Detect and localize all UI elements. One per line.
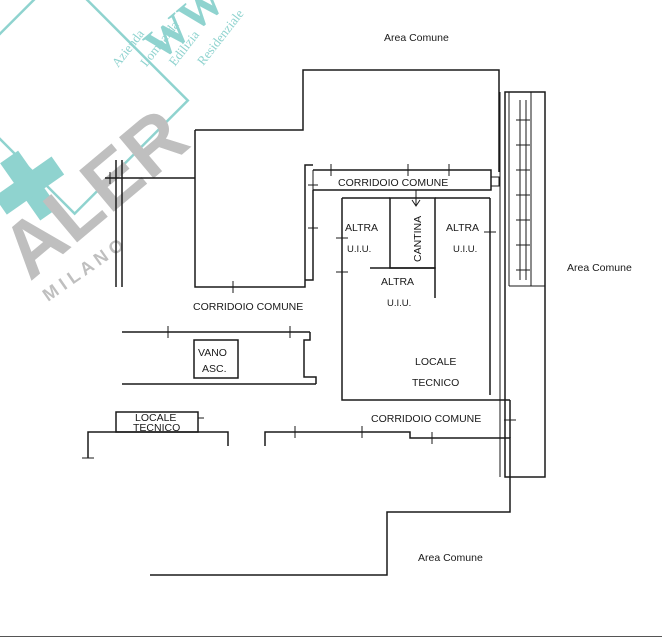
aler-cross-icon — [0, 150, 65, 221]
label-altra-right-1: ALTRA — [446, 222, 479, 234]
plan-walls — [87, 69, 546, 576]
label-vano-2: ASC. — [202, 363, 227, 375]
bottom-border — [0, 636, 662, 637]
label-vano-1: VANO — [198, 347, 227, 359]
label-altra-center-2: U.I.U. — [387, 298, 411, 309]
label-area-comune-top: Area Comune — [384, 32, 449, 44]
wall-ticks — [82, 119, 530, 459]
label-cantina: CANTINA — [412, 216, 424, 262]
label-altra-right-2: U.I.U. — [453, 244, 477, 255]
label-locale-tecnico-1: LOCALE — [415, 356, 456, 368]
label-corridoio-bottom: CORRIDOIO COMUNE — [371, 413, 481, 425]
label-altra-left-1: ALTRA — [345, 222, 378, 234]
label-locale-tecnico-2: TECNICO — [412, 377, 459, 389]
label-altra-center-1: ALTRA — [381, 276, 414, 288]
label-corridoio-left: CORRIDOIO COMUNE — [193, 301, 303, 313]
plan-labels: Area Comune Area Comune Area Comune CORR… — [133, 32, 632, 564]
label-altra-left-2: U.I.U. — [347, 244, 371, 255]
label-locale-small-2: TECNICO — [133, 422, 180, 434]
watermark-frame — [0, 0, 190, 216]
aler-watermark: Azienda Lombarda Edilizia Residenziale W… — [0, 0, 247, 305]
label-locale-small-1: LOCALE — [135, 412, 176, 424]
label-area-comune-bottom: Area Comune — [418, 552, 483, 564]
label-area-comune-right: Area Comune — [567, 262, 632, 274]
label-corridoio-top: CORRIDOIO COMUNE — [338, 177, 448, 189]
